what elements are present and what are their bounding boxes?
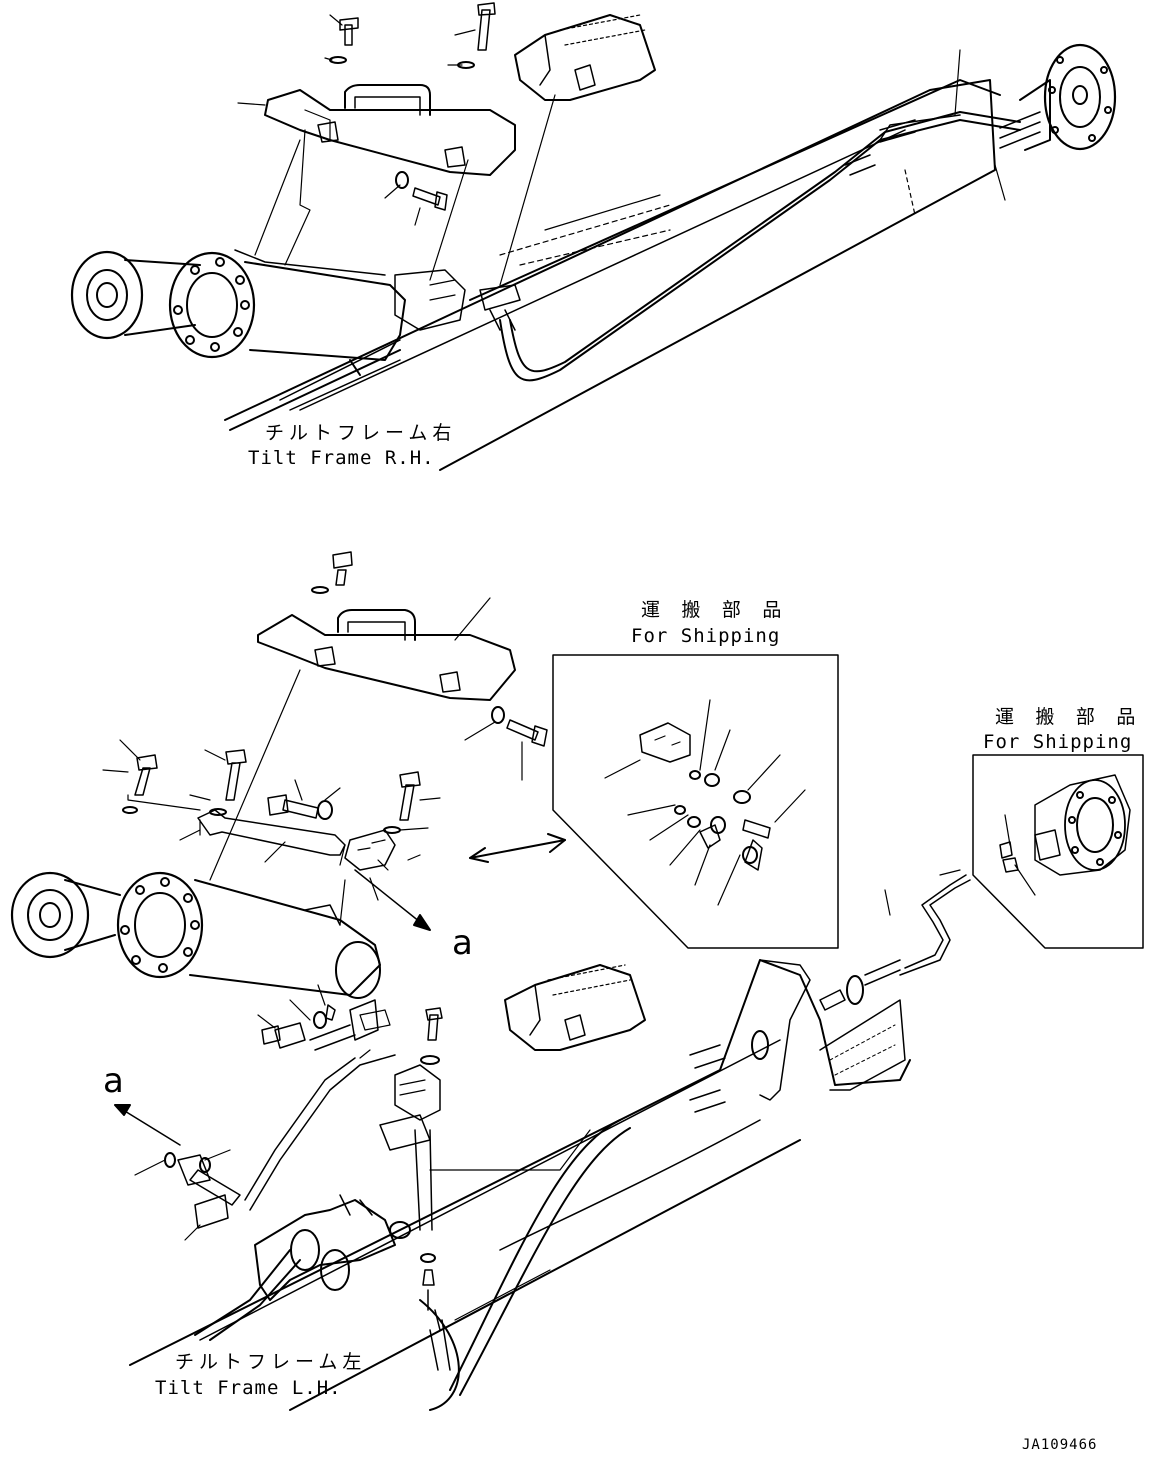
shipping-2-jp-label: 運 搬 部 品 [995,706,1141,728]
view-a-marker-bottom: a [103,1061,125,1101]
tilt-frame-rh-en-label: Tilt Frame R.H. [248,447,435,469]
shipping-box-1 [553,655,838,948]
tilt-frame-lh-en-label: Tilt Frame L.H. [155,1377,342,1399]
tilt-frame-lh-jp-label: チルトフレーム左 [175,1351,367,1373]
shipping-1-en-label: For Shipping [631,625,781,647]
tilt-frame-rh-jp-label: チルトフレーム右 [265,422,457,444]
tilt-frame-lh-assembly [12,552,970,1410]
shipping-1-jp-label: 運 搬 部 品 [641,599,787,621]
tilt-frame-rh-assembly [72,3,1115,470]
view-a-marker-top: a [452,923,474,963]
shipping-box-2 [973,755,1143,948]
drawing-code: JA109466 [1022,1437,1098,1453]
shipping-2-en-label: For Shipping [983,731,1133,753]
